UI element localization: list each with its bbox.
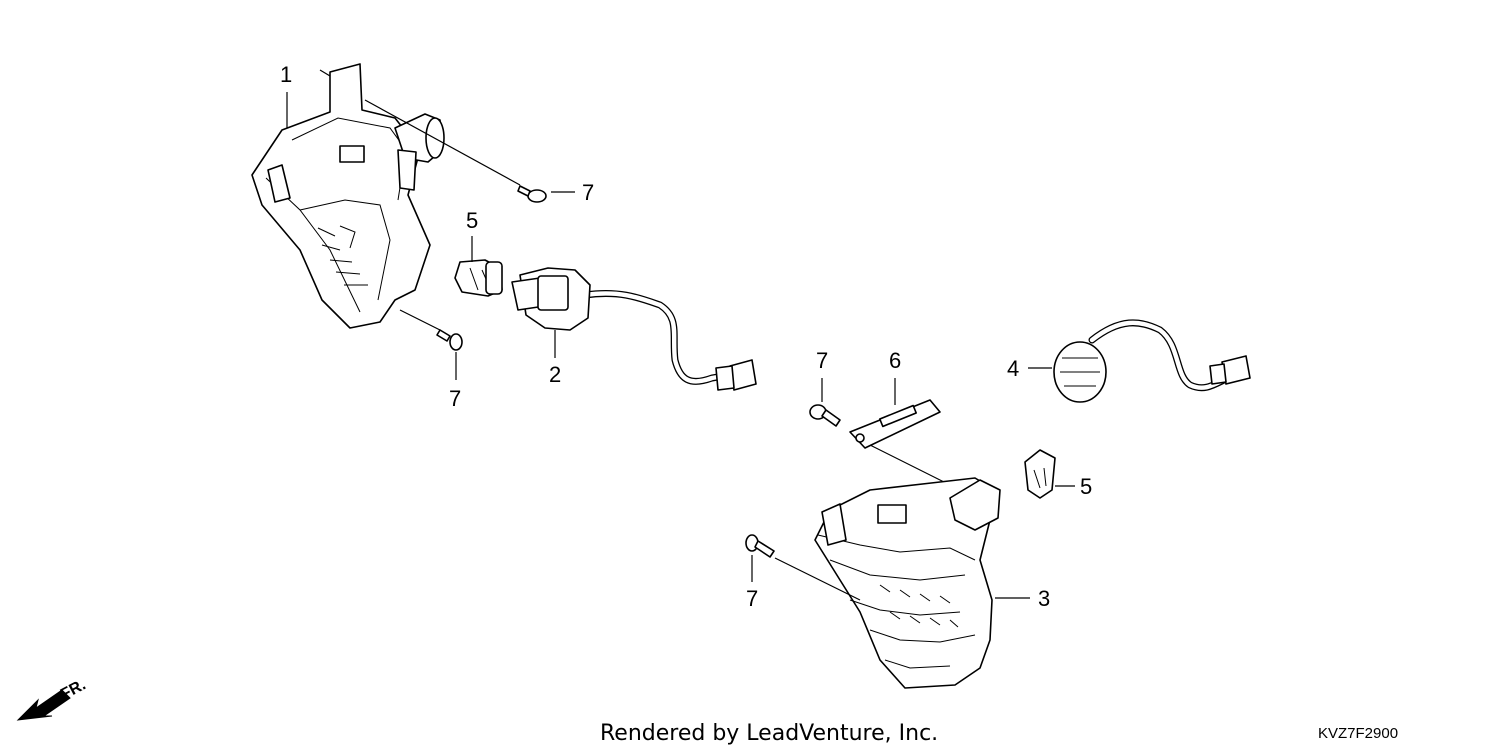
callout-5-upper: 5 bbox=[466, 208, 478, 233]
callout-7-left: 7 bbox=[449, 386, 461, 411]
credit-text: Rendered by LeadVenture, Inc. bbox=[600, 721, 938, 746]
front-direction-indicator: FR. bbox=[16, 676, 89, 721]
socket-harness-right[interactable] bbox=[1053, 319, 1251, 403]
callout-2: 2 bbox=[549, 362, 561, 387]
callout-3: 3 bbox=[1038, 586, 1050, 611]
bulb-upper[interactable] bbox=[454, 259, 503, 297]
mounting-stay[interactable] bbox=[849, 399, 941, 449]
callout-5-lower: 5 bbox=[1080, 474, 1092, 499]
callout-7-upper: 7 bbox=[582, 180, 594, 205]
screw-lower-left[interactable] bbox=[436, 329, 463, 351]
callout-4: 4 bbox=[1007, 356, 1019, 381]
screw-upper-left[interactable] bbox=[517, 185, 547, 203]
left-turn-signal-housing[interactable] bbox=[251, 63, 445, 329]
screw-lower-right[interactable] bbox=[745, 534, 775, 558]
socket-harness-left[interactable] bbox=[511, 267, 757, 391]
callout-6: 6 bbox=[889, 348, 901, 373]
front-arrow-icon bbox=[16, 689, 71, 721]
callout-7-lower: 7 bbox=[746, 586, 758, 611]
callout-7-middle: 7 bbox=[816, 348, 828, 373]
screw-middle[interactable] bbox=[809, 404, 841, 427]
callout-1: 1 bbox=[280, 62, 292, 87]
diagram-code: KVZ7F2900 bbox=[1318, 725, 1398, 742]
right-turn-signal-housing[interactable] bbox=[814, 477, 1001, 689]
bulb-lower[interactable] bbox=[1024, 449, 1056, 499]
